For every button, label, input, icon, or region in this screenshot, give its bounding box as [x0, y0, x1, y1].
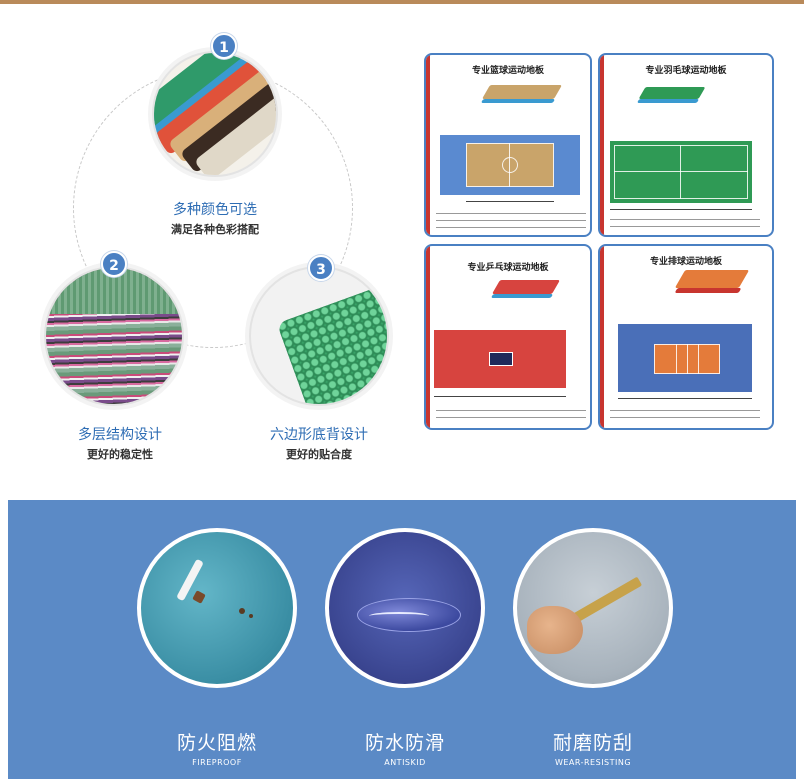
feature-subtitle: 更好的稳定性: [87, 448, 153, 461]
property-subtitle: WEAR-RESISTING: [554, 758, 632, 767]
court-card-title: 专业羽毛球运动地板: [645, 66, 727, 76]
court-spec-text: [436, 410, 586, 424]
layered-structure-image: [44, 266, 184, 406]
feature-subtitle: 满足各种色彩搭配: [171, 223, 259, 236]
dimension-line: [434, 396, 566, 397]
property-subtitle: ANTISKID: [384, 758, 426, 767]
property-title: 耐磨防刮: [552, 732, 633, 754]
dimension-line: [466, 201, 554, 202]
court-diagram: [654, 344, 720, 374]
basketball-court-card: 专业篮球运动地板: [424, 53, 592, 237]
feature-title: 多种颜色可选: [173, 202, 257, 218]
top-accent-strip: [0, 0, 804, 4]
feature-title: 六边形底背设计: [270, 427, 368, 443]
dimension-line: [618, 398, 752, 399]
court-spec-text: [610, 219, 760, 231]
badminton-court-card: 专业羽毛球运动地板: [598, 53, 774, 237]
volleyball-court-card: 专业排球运动地板: [598, 244, 774, 430]
court-card-title: 专业排球运动地板: [649, 257, 722, 267]
floor-layer-sample: [481, 85, 563, 99]
card-edge-accent: [600, 246, 604, 428]
card-edge-accent: [426, 246, 430, 428]
card-edge-accent: [600, 55, 604, 235]
features-section: 1 多种颜色可选 满足各种色彩搭配 2 多层结构设计 更好的稳定性 3 六边形底…: [0, 4, 804, 500]
property-title: 防水防滑: [364, 732, 445, 754]
feature-subtitle: 更好的贴合度: [286, 448, 352, 461]
fireproof-image: [137, 528, 297, 688]
court-diagram: [610, 141, 752, 203]
antiskid-image: [325, 528, 485, 688]
dimension-line: [610, 209, 752, 210]
court-card-title: 专业篮球运动地板: [471, 66, 544, 76]
color-options-image: [152, 51, 278, 177]
properties-section: 防火阻燃 FIREPROOF 防水防滑 ANTISKID 耐磨防刮 WEAR-R…: [0, 500, 804, 779]
feature-number-badge: 3: [308, 255, 334, 281]
table-tennis-court-card: 专业乒乓球运动地板: [424, 244, 592, 430]
feature-number-badge: 1: [211, 33, 237, 59]
court-spec-text: [436, 213, 586, 229]
hand-icon: [527, 606, 583, 654]
property-title: 防火阻燃: [176, 732, 257, 754]
hexagon-backing-image: [249, 266, 389, 406]
card-edge-accent: [426, 55, 430, 235]
wear-resisting-image: [513, 528, 673, 688]
court-card-title: 专业乒乓球运动地板: [467, 263, 549, 273]
court-diagram: [434, 330, 566, 388]
property-subtitle: FIREPROOF: [192, 758, 242, 767]
feature-number-badge: 2: [101, 251, 127, 277]
court-spec-text: [610, 410, 760, 424]
feature-title: 多层结构设计: [78, 427, 162, 443]
court-diagram: [466, 143, 554, 187]
